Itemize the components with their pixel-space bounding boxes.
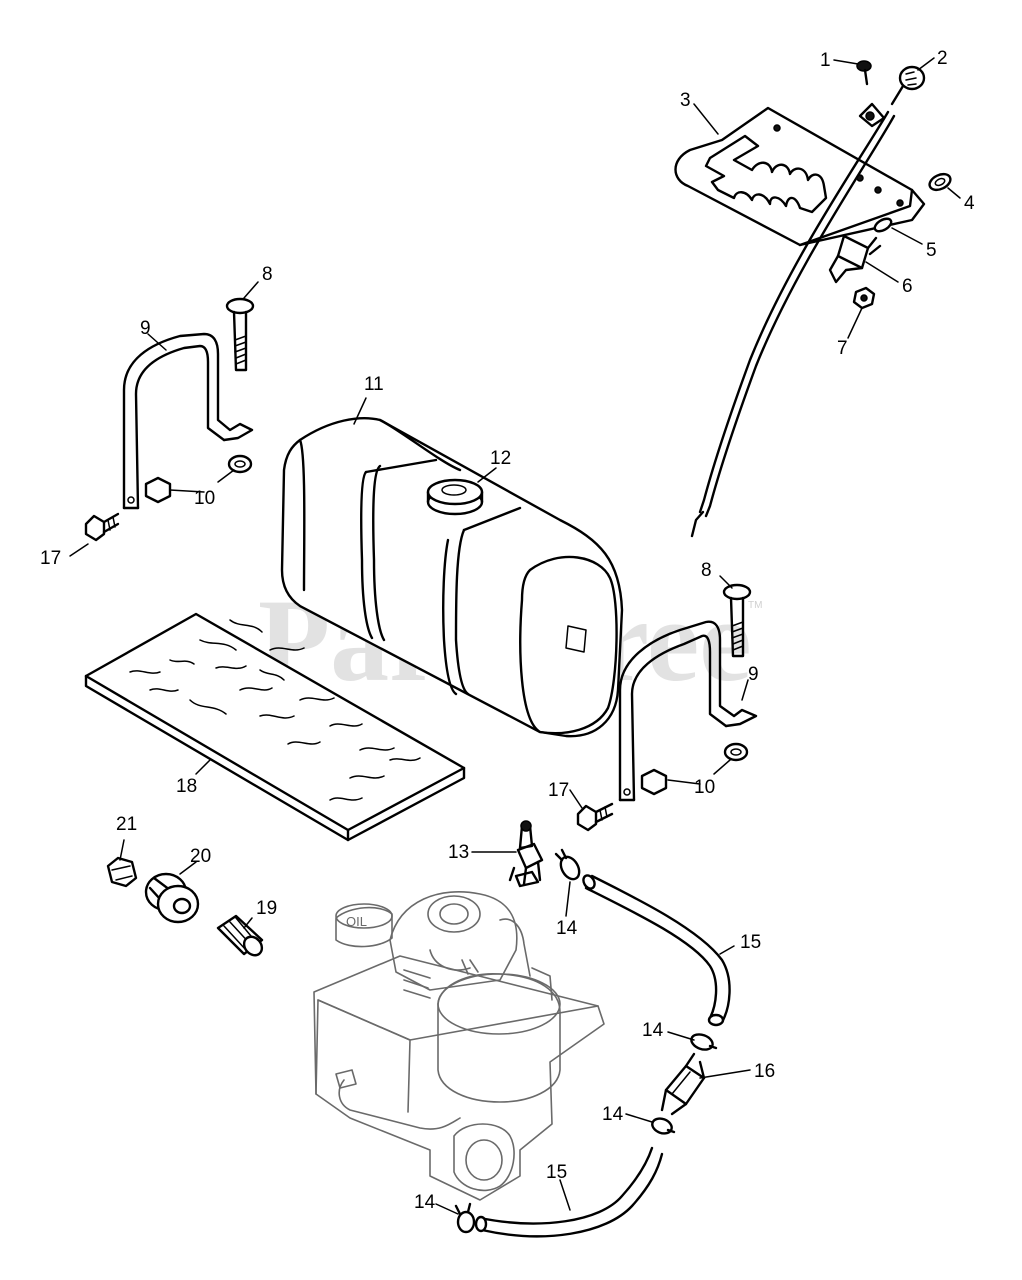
part-16-fuel-filter xyxy=(660,1052,706,1116)
part-3-control-panel xyxy=(674,106,926,247)
callout-8-right: 8 xyxy=(701,560,712,581)
callout-17-right: 17 xyxy=(548,780,569,801)
callout-2: 2 xyxy=(937,48,948,69)
callout-17-left: 17 xyxy=(40,548,61,569)
part-20-bushing xyxy=(144,872,200,924)
part-21-fitting xyxy=(106,856,138,888)
callout-6: 6 xyxy=(902,276,913,297)
part-11-fuel-tank xyxy=(280,417,624,738)
callout-20: 20 xyxy=(190,846,211,867)
part-17-screw-right xyxy=(576,802,614,832)
callout-10-right: 10 xyxy=(694,777,715,798)
part-14-clamp-d xyxy=(454,1202,476,1234)
callout-14-a: 14 xyxy=(556,918,578,939)
part-14-clamp-b xyxy=(690,1033,718,1051)
callout-15-lower: 15 xyxy=(546,1162,567,1183)
part-17-screw-left xyxy=(84,512,120,542)
svg-text:TM: TM xyxy=(748,600,762,611)
part-8-bolt-right xyxy=(722,583,752,658)
callout-8-left: 8 xyxy=(262,264,273,285)
callout-9-right: 9 xyxy=(748,664,759,685)
part-7-nut xyxy=(852,286,876,310)
callout-14-d: 14 xyxy=(414,1192,436,1213)
part-8-bolt-left xyxy=(225,297,255,372)
callout-12: 12 xyxy=(490,448,511,469)
callout-18: 18 xyxy=(176,776,197,797)
part-1-screw xyxy=(856,60,872,86)
callout-14-b: 14 xyxy=(642,1020,664,1041)
part-10-nuts-left xyxy=(144,454,253,504)
leader-lines xyxy=(69,57,961,1215)
callout-9-left: 9 xyxy=(140,318,151,339)
part-18-pad xyxy=(84,612,466,842)
part-15-hose-lower xyxy=(474,1146,664,1238)
callout-4: 4 xyxy=(964,193,975,214)
part-4-nut xyxy=(928,172,952,192)
callout-19: 19 xyxy=(256,898,277,919)
callout-14-c: 14 xyxy=(602,1104,624,1125)
part-9-strap-right xyxy=(618,620,758,802)
callout-3: 3 xyxy=(680,90,691,111)
callout-21: 21 xyxy=(116,814,137,835)
part-2-control-knob xyxy=(858,65,926,128)
part-5-washer xyxy=(873,217,893,233)
part-14-clamp-a xyxy=(554,848,581,881)
part-15-hose-upper xyxy=(582,874,731,1027)
oil-label: OIL xyxy=(346,914,367,929)
part-6-switch xyxy=(828,234,882,284)
engine: OIL xyxy=(313,891,605,1201)
callout-7: 7 xyxy=(837,338,848,359)
part-10-nuts-right xyxy=(640,742,749,796)
part-14-clamp-c xyxy=(651,1117,676,1135)
callout-10-left: 10 xyxy=(194,488,215,509)
callout-1: 1 xyxy=(820,50,831,71)
callout-5: 5 xyxy=(926,240,937,261)
part-19-fitting xyxy=(216,914,264,957)
callout-16: 16 xyxy=(754,1061,775,1082)
callouts: 1 2 3 4 5 6 7 8 8 9 9 10 10 11 12 13 14 … xyxy=(40,48,975,1213)
callout-15-upper: 15 xyxy=(740,932,761,953)
callout-11: 11 xyxy=(364,374,384,395)
callout-13: 13 xyxy=(448,842,469,863)
control-cable xyxy=(690,110,896,538)
part-9-strap-left xyxy=(122,332,254,510)
part-12-fuel-cap xyxy=(426,478,484,516)
part-13-shutoff-valve xyxy=(508,820,544,888)
